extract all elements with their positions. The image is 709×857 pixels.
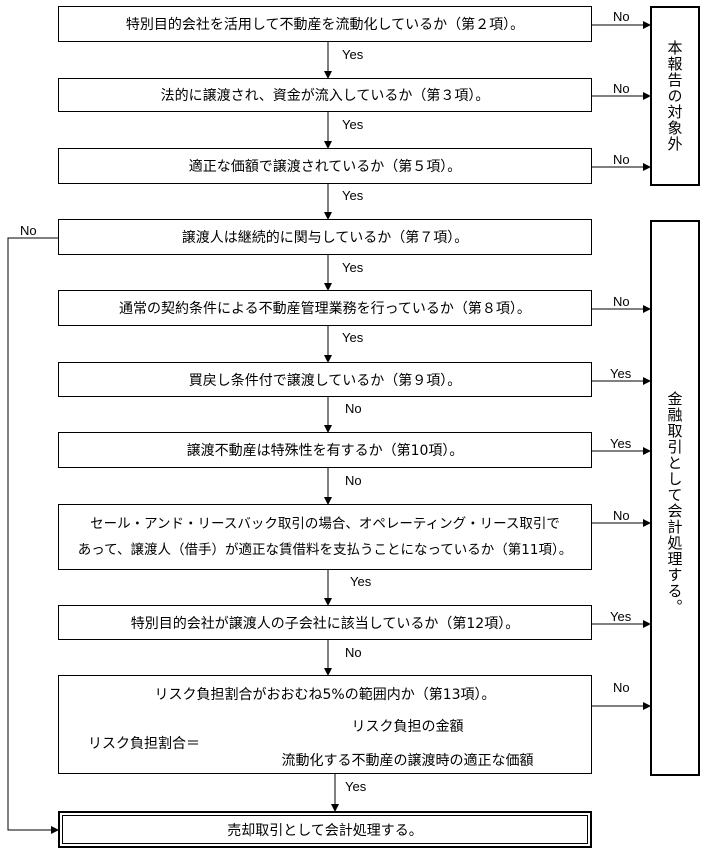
label-s10-no: No	[613, 680, 630, 695]
label-s4-no: No	[20, 223, 37, 238]
label-s3-yes: Yes	[342, 188, 364, 203]
final-box: 売却取引として会計処理する。	[58, 811, 592, 848]
label-s8-no: No	[613, 508, 630, 523]
step-text-10-title: リスク負担割合がおおむね5%の範囲内か（第13項）。	[154, 687, 496, 703]
final-text: 売却取引として会計処理する。	[227, 822, 423, 839]
step-text-6: 買戻し条件付で譲渡しているか（第９項）。	[188, 372, 462, 389]
step-text-9: 特別目的会社が譲渡人の子会社に該当しているか（第12項）。	[130, 615, 520, 632]
step-text-8-line2: あって、譲渡人（借手）が適正な賃借料を支払うことになっているか（第11項）。	[77, 542, 573, 558]
step-text-5: 通常の契約条件による不動産管理業務を行っているか（第８項）。	[119, 301, 531, 317]
step-box-10: リスク負担割合がおおむね5%の範囲内か（第13項）。	[58, 675, 592, 774]
step-text-2: 法的に譲渡され、資金が流入しているか（第３項）。	[160, 88, 490, 104]
label-s7-no: No	[345, 473, 362, 488]
step-text-3: 適正な価額で譲渡されているか（第５項）。	[188, 159, 462, 175]
label-s9-yes: Yes	[610, 609, 632, 624]
label-s1-no: No	[613, 9, 630, 24]
label-s4-yes: Yes	[342, 260, 364, 275]
step-box-5: 通常の契約条件による不動産管理業務を行っているか（第８項）。	[58, 290, 592, 326]
formula-numerator: リスク負担の金額	[351, 719, 464, 735]
label-s2-yes: Yes	[342, 117, 364, 132]
label-s2-no: No	[613, 81, 630, 96]
label-s5-yes: Yes	[342, 330, 364, 345]
step-box-9: 特別目的会社が譲渡人の子会社に該当しているか（第12項）。	[58, 605, 592, 640]
formula-label: リスク負担割合＝	[88, 736, 200, 752]
step-text-1: 特別目的会社を活用して不動産を流動化しているか（第２項）。	[125, 17, 525, 33]
step-box-3: 適正な価額で譲渡されているか（第５項）。	[58, 148, 592, 184]
label-s10-yes: Yes	[345, 779, 367, 794]
label-s3-no: No	[613, 152, 630, 167]
step-box-7: 譲渡不動産は特殊性を有するか（第10項）。	[58, 432, 592, 468]
out-of-scope-text: 本報告の対象外	[665, 40, 684, 152]
label-s9-no: No	[345, 645, 362, 660]
step-box-8: セール・アンド・リースバック取引の場合、オペレーティング・リース取引で あって、…	[58, 504, 592, 570]
label-s8-yes: Yes	[350, 574, 372, 589]
label-s6-yes: Yes	[610, 366, 632, 381]
step-box-2: 法的に譲渡され、資金が流入しているか（第３項）。	[58, 78, 592, 112]
arrow-s4-final-bypass	[7, 237, 59, 834]
out-of-scope-box: 本報告の対象外	[650, 6, 700, 186]
step-box-4: 譲渡人は継続的に関与しているか（第７項）。	[58, 219, 592, 255]
label-s5-no: No	[613, 294, 630, 309]
financing-text: 金融取引として会計処理する。	[665, 391, 684, 615]
step-text-8-line1: セール・アンド・リースバック取引の場合、オペレーティング・リース取引で	[90, 516, 560, 532]
step-text-4: 譲渡人は継続的に関与しているか（第７項）。	[181, 230, 469, 246]
step-box-6: 買戻し条件付で譲渡しているか（第９項）。	[58, 362, 592, 397]
formula-denominator: 流動化する不動産の譲渡時の適正な価額	[281, 753, 534, 769]
step-box-1: 特別目的会社を活用して不動産を流動化しているか（第２項）。	[58, 6, 592, 42]
label-s6-no: No	[345, 401, 362, 416]
step-text-7: 譲渡不動産は特殊性を有するか（第10項）。	[186, 443, 464, 459]
label-s7-yes: Yes	[610, 436, 632, 451]
financing-box: 金融取引として会計処理する。	[650, 220, 700, 776]
label-s1-yes: Yes	[342, 47, 364, 62]
